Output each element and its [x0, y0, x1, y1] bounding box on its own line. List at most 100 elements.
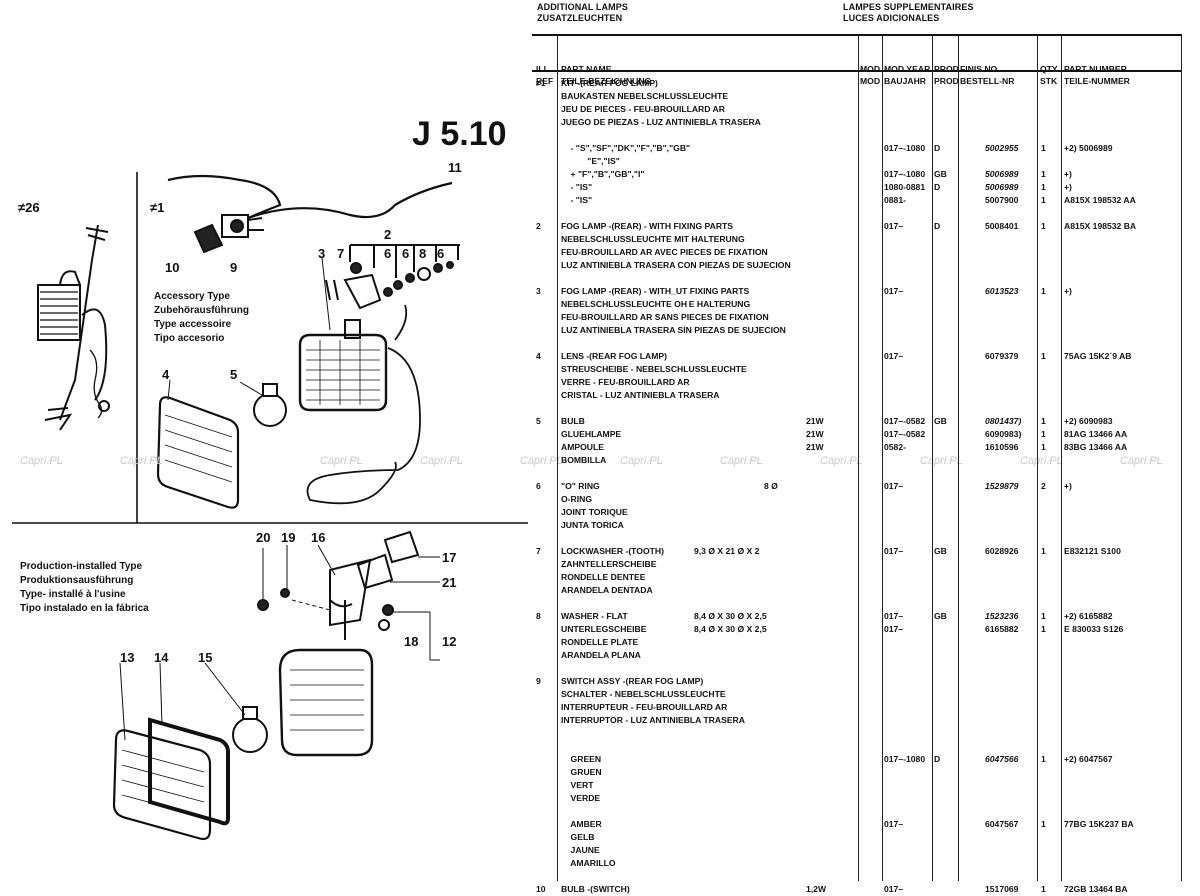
table-row: JUNTA TORICA	[0, 519, 1200, 532]
cell-finis: 5006989	[985, 182, 1019, 192]
callout-19: 19	[281, 530, 296, 545]
col-head-partno-1: PART NUMBER	[1064, 64, 1127, 74]
cell-qty: 1	[1041, 611, 1046, 621]
col-divider-qty	[1061, 36, 1062, 881]
table-row: SCHALTER - NEBELSCHLUSSLEUCHTE	[0, 688, 1200, 701]
cell-year: 017–	[884, 351, 904, 361]
table-row	[0, 402, 1200, 415]
cell-year: 017–-0582	[884, 416, 926, 426]
cell-year: 017–-1080	[884, 143, 926, 153]
cell-name: GRUEN	[561, 767, 602, 777]
callout-15: 15	[198, 650, 213, 665]
cell-name: FEU-BROUILLARD AR SANS PIECES DE FIXATIO…	[561, 312, 769, 322]
cell-pn: A815X 198532 BA	[1064, 221, 1137, 231]
cell-finis: 5002955	[985, 143, 1019, 153]
cell-spec: 9,3 Ø X 21 Ø X 2	[694, 546, 760, 556]
table-row: ZAHNTELLERSCHEIBE	[0, 558, 1200, 571]
cell-pn: +)	[1064, 286, 1072, 296]
cell-name: VERDE	[561, 793, 601, 803]
callout-7: 7	[337, 246, 345, 261]
table-row: BAUKASTEN NEBELSCHLUSSLEUCHTE	[0, 90, 1200, 103]
table-top-rule	[532, 34, 1182, 36]
callout-2: 2	[384, 227, 392, 242]
col-divider-name	[858, 36, 859, 881]
watermark-2: Capri.PL	[120, 455, 163, 467]
cell-finis: 1610596	[985, 442, 1019, 452]
table-header-rule	[532, 70, 1182, 72]
cell-finis: 0801437)	[985, 416, 1022, 426]
cell-finis: 6047566	[985, 754, 1019, 764]
col-head-ref-1: ILL.	[536, 64, 552, 74]
table-row	[0, 207, 1200, 220]
cell-prod: D	[934, 754, 941, 764]
cell-name: LOCKWASHER -(TOOTH)	[561, 546, 664, 556]
cell-qty: 2	[1041, 481, 1046, 491]
col-head-year-2: BAUJAHR	[884, 76, 927, 86]
accessory-label-fr: Type accessoire	[154, 319, 232, 330]
watermark-11: Capri.PL	[1120, 455, 1163, 467]
callout-6c: 6	[437, 246, 445, 261]
cell-year: 017–	[884, 481, 904, 491]
production-label-de: Produktionsausführung	[20, 575, 134, 586]
callout-6b: 6	[402, 246, 410, 261]
cell-name: O-RING	[561, 494, 593, 504]
callout-13: 13	[120, 650, 135, 665]
callout-21: 21	[442, 575, 457, 590]
cell-ref: 3	[536, 286, 541, 296]
cell-ref: 6	[536, 481, 541, 491]
accessory-type-block: Accessory Type Zubehörausführung Type ac…	[154, 290, 249, 346]
cell-name: - "S","SF","DK","F","B","GB"	[561, 143, 691, 153]
cell-name: BAUKASTEN NEBELSCHLUSSLEUCHTE	[561, 91, 729, 101]
cell-year: 017–	[884, 819, 904, 829]
cell-name: GELB	[561, 832, 595, 842]
cell-name: ARANDELA PLANA	[561, 650, 641, 660]
watermark-8: Capri.PL	[820, 455, 863, 467]
exploded-diagram	[12, 172, 528, 841]
cell-ref: ≠1	[536, 78, 546, 88]
cell-qty: 1	[1041, 884, 1046, 894]
cell-pn: +2) 6165882	[1064, 611, 1113, 621]
cell-name: CRISTAL - LUZ ANTINIEBLA TRASERA	[561, 390, 720, 400]
cell-name: AMBER	[561, 819, 602, 829]
cell-name: UNTERLEGSCHEIBE	[561, 624, 647, 634]
cell-name: ARANDELA DENTADA	[561, 585, 653, 595]
table-row: RONDELLE PLATE	[0, 636, 1200, 649]
col-head-qty-1: QTY	[1040, 64, 1058, 74]
cell-qty: 1	[1041, 143, 1046, 153]
cell-spec: 21W	[806, 429, 824, 439]
table-row	[0, 740, 1200, 753]
cell-finis: 1523236	[985, 611, 1019, 621]
cell-pn: 77BG 15K237 BA	[1064, 819, 1134, 829]
cell-prod: D	[934, 182, 941, 192]
cell-qty: 1	[1041, 286, 1046, 296]
table-row: VERRE - FEU-BROUILLARD AR	[0, 376, 1200, 389]
cell-finis: 6028926	[985, 546, 1019, 556]
callout-9: 9	[230, 260, 238, 275]
cell-pn: E832121 S100	[1064, 546, 1121, 556]
cell-qty: 1	[1041, 624, 1046, 634]
section-26-label: ≠26	[18, 200, 40, 215]
col-head-mod-2: MOD	[860, 76, 881, 86]
cell-name: NEBELSCHLUSSLEUCHTE OH E HALTERUNG	[561, 299, 751, 309]
watermark-9: Capri.PL	[920, 455, 963, 467]
callout-18: 18	[404, 634, 419, 649]
col-head-ref-2: REF	[536, 76, 554, 86]
cell-spec: 8 Ø	[764, 481, 778, 491]
table-row: JUEGO DE PIEZAS - LUZ ANTINIEBLA TRASERA	[0, 116, 1200, 129]
table-row: FEU-BROUILLARD AR SANS PIECES DE FIXATIO…	[0, 311, 1200, 324]
cell-name: BOMBILLA	[561, 455, 607, 465]
col-head-ref: ILL. REF	[536, 39, 553, 99]
cell-year: 017–-1080	[884, 754, 926, 764]
cell-year: 1080-0881	[884, 182, 926, 192]
cell-qty: 1	[1041, 819, 1046, 829]
table-row: 3 FOG LAMP -(REAR) - WITH_UT FIXING PARTS…	[0, 285, 1200, 298]
watermark-3: Capri.PL	[320, 455, 363, 467]
cell-name: FOG LAMP -(REAR) - WITH_UT FIXING PARTS	[561, 286, 750, 296]
cell-pn: E 830033 S126	[1064, 624, 1124, 634]
table-row	[0, 532, 1200, 545]
